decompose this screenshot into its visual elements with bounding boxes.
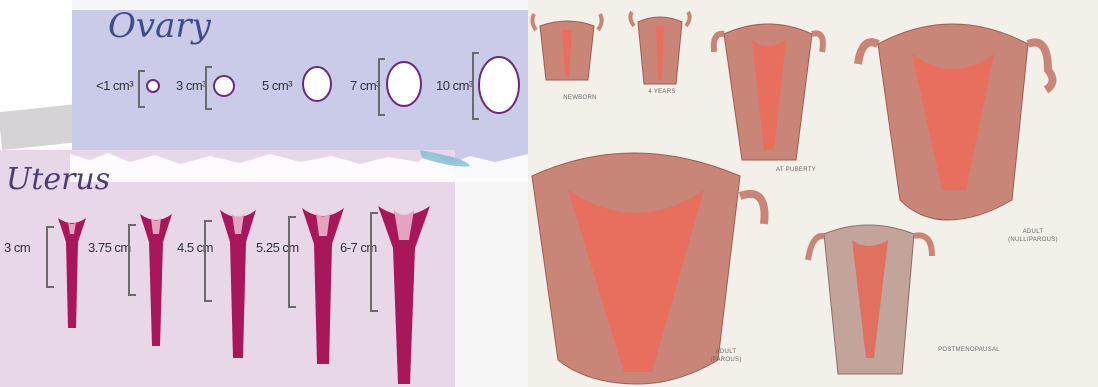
ovary-volume-label: 5 cm³	[262, 78, 292, 93]
stage-label-line: ADULT	[998, 228, 1068, 236]
uterus-life-stages-illustration: NEWBORN 4 YEARS AT PUBERTY ADULT (NULLIP…	[528, 0, 1098, 387]
ovary-circle	[211, 72, 237, 100]
stage-label-4-years: 4 YEARS	[642, 88, 682, 96]
uterus-title: Uterus	[6, 162, 110, 197]
uterus-shape	[298, 204, 348, 370]
ovary-circle	[144, 77, 162, 95]
bracket	[288, 216, 296, 308]
stage-label-parous: ADULT (PAROUS)	[696, 348, 756, 364]
stage-label-line: (NULLIPAROUS)	[998, 236, 1068, 244]
ovary-circle	[300, 64, 334, 104]
ovary-title: Ovary	[108, 6, 211, 46]
stage-label-line: ADULT	[696, 348, 756, 356]
torn-edge	[70, 150, 528, 182]
bracket	[46, 226, 54, 288]
bracket	[204, 220, 212, 302]
uterus-newborn	[532, 14, 601, 80]
uterus-adult-nulliparous	[858, 24, 1053, 220]
uterus-shape	[136, 210, 176, 352]
uterus-puberty	[714, 24, 823, 160]
uterus-illustrations	[528, 0, 1098, 387]
stage-label-postmenopausal: POSTMENOPAUSAL	[930, 346, 1008, 354]
ovary-circle	[476, 52, 522, 118]
ovary-volume-label: 7 cm³	[350, 78, 380, 93]
ovary-volume-label: <1 cm³	[96, 78, 133, 93]
uterus-4-years	[630, 12, 689, 84]
ovary-volume-label: 3 cm³	[176, 78, 206, 93]
ovary-volume-label: 10 cm³	[436, 78, 473, 93]
ovary-circle	[384, 58, 424, 110]
bracket	[128, 224, 136, 296]
stage-label-nulliparous: ADULT (NULLIPAROUS)	[998, 228, 1068, 244]
stage-label-puberty: AT PUBERTY	[768, 166, 824, 174]
ovary-uterus-size-chart: Ovary Uterus <1 cm³ 3 cm³ 5 cm³ 7 cm³ 10…	[0, 0, 528, 387]
stage-label-line: (PAROUS)	[696, 356, 756, 364]
uterus-shape	[374, 200, 434, 386]
uterus-length-label: 3 cm	[4, 240, 30, 255]
uterus-postmenopausal	[808, 225, 932, 374]
stage-label-newborn: NEWBORN	[556, 94, 604, 102]
uterus-shape	[54, 214, 90, 336]
uterus-length-label: 3.75 cm	[88, 240, 131, 255]
uterus-shape	[216, 206, 260, 362]
